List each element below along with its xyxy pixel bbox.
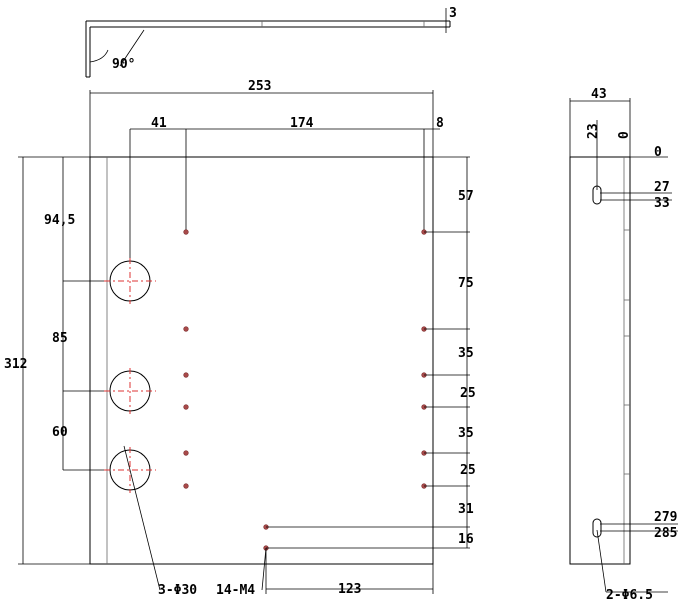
slot [592, 518, 602, 538]
left-dim-mid-label: 85 [52, 331, 68, 346]
left-dim-low-label: 60 [52, 425, 68, 440]
side-0-vertical-label: 0 [617, 131, 632, 139]
side-27-label: 27 [654, 180, 670, 195]
overall-height-label: 312 [4, 357, 27, 372]
m4-hole [183, 229, 189, 235]
angle-leader [119, 29, 145, 67]
big-hole [104, 258, 156, 304]
slot-callout: 2-Φ6.5 [606, 588, 653, 603]
thickness-label: 3 [449, 6, 457, 21]
side-0-label: 0 [654, 145, 662, 160]
bottom-dim-label: 123 [338, 582, 361, 597]
big-hole-leader [123, 445, 161, 591]
left-dim-top-label: 94,5 [44, 213, 75, 228]
m4-leader [261, 547, 267, 591]
right-dim-label: 35 [458, 346, 474, 361]
side-33-label: 33 [654, 196, 670, 211]
m4-hole [183, 404, 189, 410]
right-dim-label: 75 [458, 276, 474, 291]
top-dim-mid-label: 174 [290, 116, 314, 131]
m4-hole [183, 326, 189, 332]
top-dim-right-label: 8 [436, 116, 444, 131]
side-outline [569, 156, 631, 565]
right-dim-label: 25 [460, 463, 476, 478]
bend-profile-view: 90° 3 [85, 6, 457, 78]
top-dim-left-label: 41 [151, 116, 167, 131]
right-dim-label: 35 [458, 426, 474, 441]
m4-hole [183, 483, 189, 489]
slot-leader [596, 529, 607, 593]
side-285-label: 285 [654, 526, 677, 541]
right-dim-label: 25 [460, 386, 476, 401]
big-hole-callout: 3-Φ30 [158, 583, 197, 598]
side-view: 43 23 0 0 27 33 279 285 2-Φ6.5 [569, 87, 678, 603]
right-dim-label: 57 [458, 189, 474, 204]
side-279-label: 279 [654, 510, 677, 525]
big-hole [104, 368, 156, 414]
small-holes [183, 229, 427, 551]
right-dim-label: 16 [458, 532, 474, 547]
overall-width-label: 253 [248, 79, 271, 94]
front-view: 253 41 174 8 312 94,5 85 60 [4, 79, 476, 598]
slot [592, 185, 602, 205]
m4-callout: 14-M4 [216, 583, 255, 598]
plate-outline [89, 156, 434, 565]
side-23-label: 23 [586, 123, 601, 139]
side-width-label: 43 [591, 87, 607, 102]
angle-label: 90° [112, 57, 135, 72]
angle-arc [89, 49, 109, 63]
m4-hole [183, 450, 189, 456]
right-dim-label: 31 [458, 502, 474, 517]
m4-hole [183, 372, 189, 378]
